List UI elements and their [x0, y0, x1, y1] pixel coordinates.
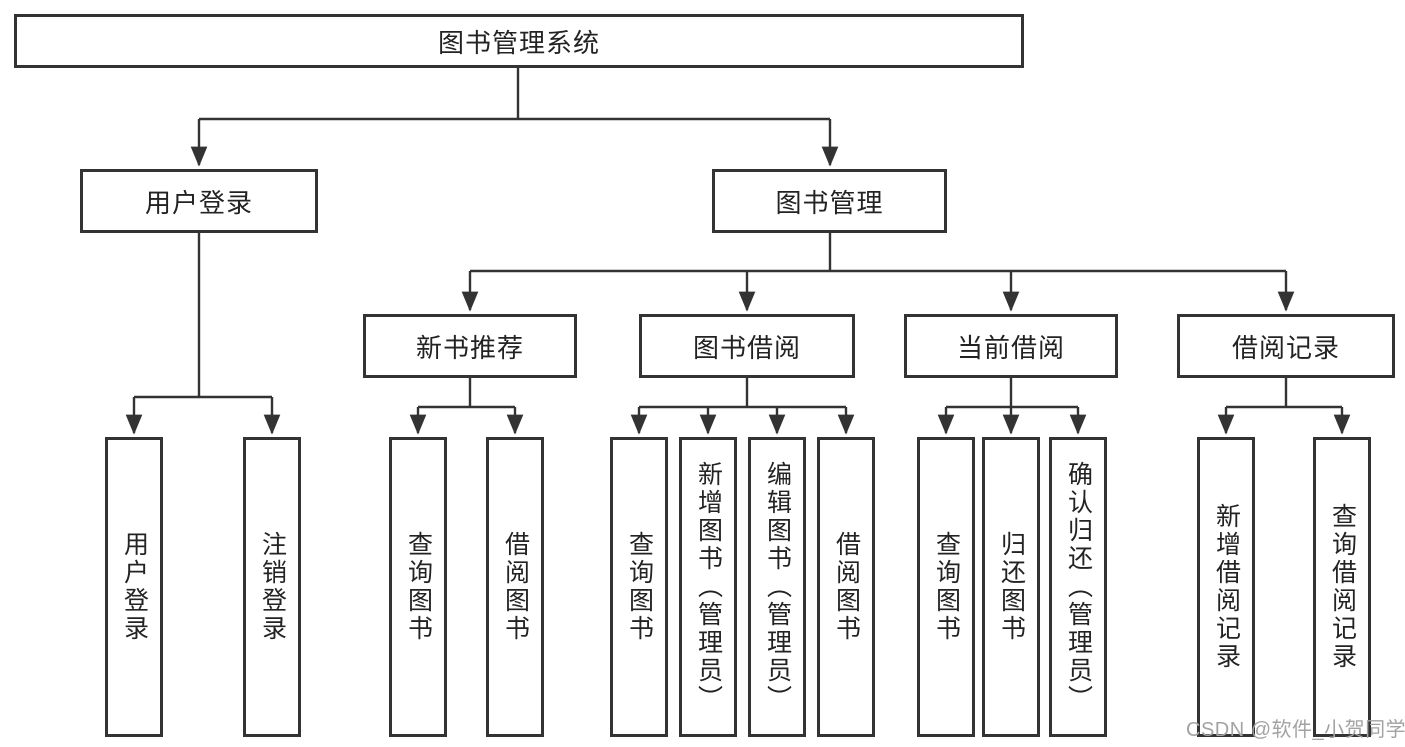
- leaf-query-books-current: 查询图书: [917, 437, 975, 737]
- node-book-borrow: 图书借阅: [639, 314, 855, 378]
- node-borrow-records: 借阅记录: [1177, 314, 1395, 378]
- leaf-confirm-return-admin: 确认归还（管理员）: [1049, 437, 1107, 737]
- node-book-management: 图书管理: [712, 169, 947, 233]
- csdn-watermark: CSDN @软件_小贺同学: [1186, 719, 1405, 741]
- leaf-query-books-recommend: 查询图书: [389, 437, 447, 737]
- leaf-query-borrow-record: 查询借阅记录: [1313, 437, 1371, 737]
- node-library-management-system: 图书管理系统: [14, 14, 1024, 68]
- leaf-add-borrow-record: 新增借阅记录: [1197, 437, 1255, 737]
- leaf-edit-book-admin: 编辑图书（管理员）: [748, 437, 806, 737]
- leaf-return-book: 归还图书: [982, 437, 1040, 737]
- node-user-login: 用户登录: [80, 169, 318, 233]
- leaf-query-books-borrow: 查询图书: [610, 437, 668, 737]
- node-new-book-recommend: 新书推荐: [363, 314, 577, 378]
- leaf-borrow-books-recommend: 借阅图书: [486, 437, 544, 737]
- leaf-add-book-admin: 新增图书（管理员）: [679, 437, 737, 737]
- node-current-borrow: 当前借阅: [904, 314, 1118, 378]
- leaf-logout: 注销登录: [243, 437, 301, 737]
- leaf-borrow-books: 借阅图书: [817, 437, 875, 737]
- leaf-user-login: 用户登录: [105, 437, 163, 737]
